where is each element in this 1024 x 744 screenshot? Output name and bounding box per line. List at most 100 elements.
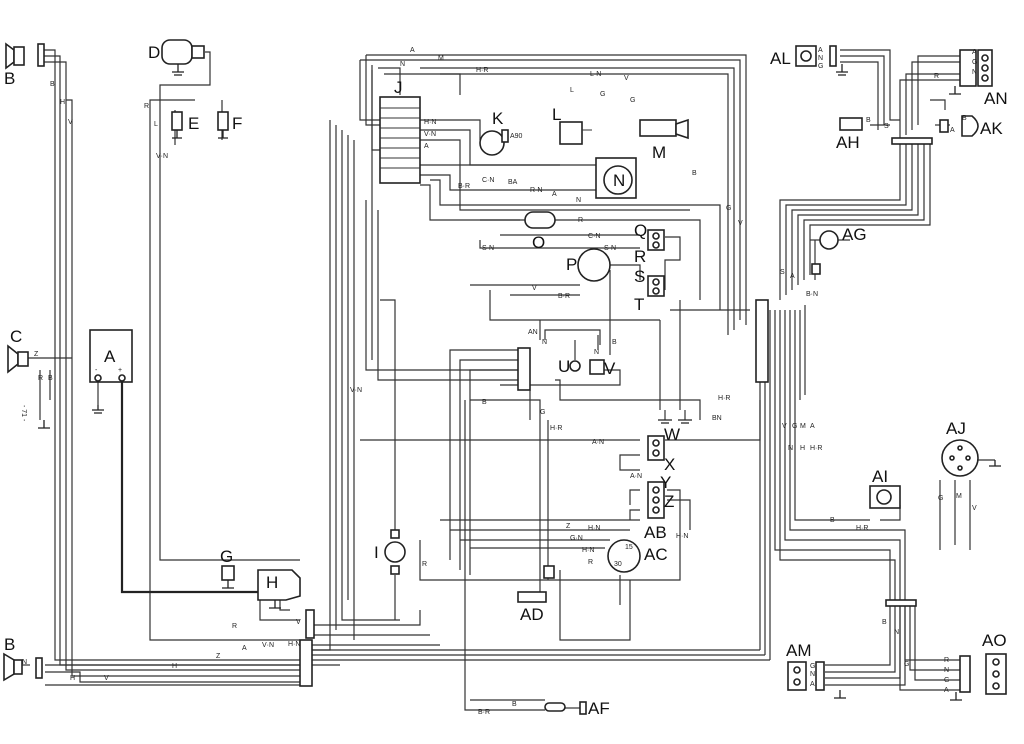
label-e: E — [188, 114, 199, 133]
wire-code: B·R — [558, 293, 570, 300]
component-u: U — [558, 357, 581, 376]
component-m: M — [639, 118, 689, 162]
wire-code: R — [38, 375, 43, 382]
wire-code: G·N — [570, 535, 583, 542]
wire-code: S·N — [482, 245, 494, 252]
wire-code: BA — [508, 179, 518, 186]
ground-center — [658, 419, 692, 424]
wire-code: H·R — [718, 395, 730, 402]
wire-code: H·N — [582, 547, 594, 554]
wire-code: N — [22, 659, 27, 666]
label-x: X — [664, 455, 675, 474]
wire-code: B — [48, 375, 53, 382]
wire-code: A — [424, 143, 429, 150]
component-s: S — [634, 267, 665, 297]
label-af: AF — [588, 699, 610, 718]
component-ah: AH — [836, 117, 863, 152]
wire-code: R — [144, 103, 149, 110]
wire-code: G — [944, 677, 949, 684]
wire-code: H·R — [476, 67, 488, 74]
wire-code: M — [956, 493, 962, 500]
terminal-ac-15: 15 — [625, 544, 633, 551]
wire-code: B — [882, 619, 887, 626]
wire-code: Z — [566, 523, 571, 530]
wire-code: H·R — [810, 445, 822, 452]
label-ad: AD — [520, 605, 544, 624]
component-al: AL — [770, 45, 848, 76]
wire-code: A — [972, 49, 977, 56]
component-n: N — [595, 157, 637, 199]
wire-code: G — [938, 495, 943, 502]
wire-code: A — [552, 191, 557, 198]
wire-code: B — [482, 399, 487, 406]
wire-code: L — [154, 121, 158, 128]
component-e: E — [171, 111, 199, 139]
wire-code: S — [780, 269, 785, 276]
wire-code-labels: B H V Z R B N H V H Z A V·N H·N R V R L … — [22, 47, 977, 716]
label-d: D — [148, 43, 160, 62]
wire-code: V — [68, 119, 73, 126]
wire-code: V — [532, 285, 537, 292]
wire-code: A — [944, 687, 949, 694]
wire-code: B — [692, 170, 697, 177]
wire-code: B — [612, 339, 617, 346]
wire-code: Z — [34, 351, 39, 358]
wire-code: V — [782, 423, 787, 430]
wire-code: G — [792, 423, 797, 430]
wire-code: G — [600, 91, 605, 98]
component-k: K A90 — [479, 109, 523, 156]
junction-center — [517, 347, 531, 391]
wire-code: B·R — [478, 709, 490, 716]
wire-harness — [20, 49, 995, 711]
wire-code: R — [232, 623, 237, 630]
connector-left-small — [305, 609, 315, 639]
wire-code: H — [60, 99, 65, 106]
label-k: K — [492, 109, 504, 128]
label-n: N — [613, 171, 625, 190]
wire-code: B·N — [806, 291, 818, 298]
label-f: F — [232, 114, 242, 133]
label-v: V — [604, 359, 616, 378]
connector-bottom-right — [885, 599, 917, 607]
label-l: L — [552, 105, 561, 124]
wire-code: R — [588, 559, 593, 566]
component-ak: AK — [939, 115, 1003, 138]
wire-code: L·N — [590, 71, 601, 78]
component-v: V — [589, 359, 616, 378]
wire-code: G — [630, 97, 635, 104]
component-p: P — [566, 248, 611, 282]
component-an: AN — [949, 49, 1008, 108]
wire-code: B — [866, 117, 871, 124]
wire-code: L — [570, 87, 574, 94]
component-y: Y Z AB — [644, 473, 674, 542]
label-ai: AI — [872, 467, 888, 486]
wire-code: AN — [528, 329, 538, 336]
label-g: G — [220, 547, 233, 566]
wire-code: H·R — [550, 425, 562, 432]
wire-code: N — [400, 61, 405, 68]
wire-code: N — [818, 55, 823, 62]
battery-a: A - + — [89, 329, 133, 414]
label-q: Q — [634, 221, 647, 240]
wire-code: A — [818, 47, 823, 54]
wire-code: B — [512, 701, 517, 708]
fuse-box-j: J — [379, 78, 421, 184]
label-ac: AC — [644, 545, 668, 564]
label-s: S — [634, 267, 645, 286]
terminal-minus: - — [95, 367, 98, 374]
wire-code: R — [422, 561, 427, 568]
label-ao: AO — [982, 631, 1007, 650]
label-h: H — [266, 573, 278, 592]
component-q: Q — [634, 221, 665, 251]
wire-code: V·N — [156, 153, 168, 160]
label-i: I — [374, 543, 379, 562]
component-w: W X — [647, 425, 680, 474]
label-b-top: B — [4, 69, 15, 88]
wire-code: H·N — [676, 533, 688, 540]
component-aj: AJ — [941, 419, 1001, 477]
label-p: P — [566, 255, 577, 274]
wire-code: N — [594, 349, 599, 356]
wire-code: V·N — [424, 131, 436, 138]
component-h: H — [257, 569, 301, 609]
label-j: J — [394, 78, 403, 97]
